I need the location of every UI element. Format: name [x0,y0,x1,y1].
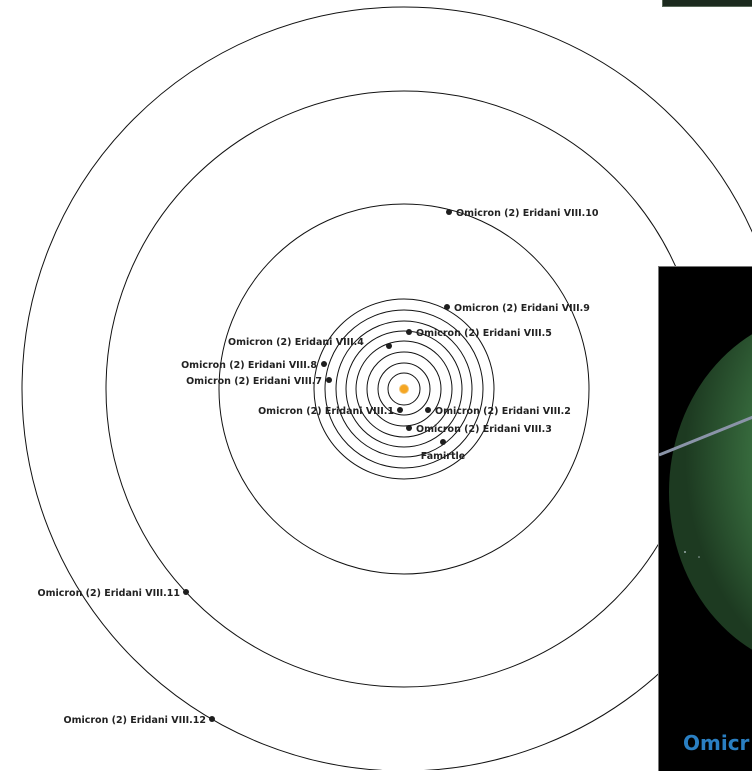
planet-label-omicron-2-eridani-viii-3[interactable]: Omicron (2) Eridani VIII.3 [416,424,552,435]
orbit-ring [335,320,473,458]
planet-label-omicron-2-eridani-viii-7[interactable]: Omicron (2) Eridani VIII.7 [186,376,322,387]
orbit-line [659,415,752,457]
planet-marker-omicron-2-eridani-viii-2[interactable] [425,407,431,413]
planet-marker-omicron-2-eridani-viii-12[interactable] [209,716,215,722]
planet-marker-omicron-2-eridani-viii-1[interactable] [397,407,403,413]
orbit-ring [345,330,463,448]
planet-marker-famirtle[interactable] [440,439,446,445]
orbit-ring [387,372,421,406]
planet-marker-omicron-2-eridani-viii-11[interactable] [183,589,189,595]
star-speck [698,556,700,558]
planet-marker-omicron-2-eridani-viii-8[interactable] [321,361,327,367]
orbit-ring [21,6,752,770]
planet-label-omicron-2-eridani-viii-12[interactable]: Omicron (2) Eridani VIII.12 [64,715,207,726]
planet-globe [669,334,752,650]
planet-marker-omicron-2-eridani-viii-4[interactable] [386,343,392,349]
planet-label-famirtle[interactable]: Famirtle [421,451,465,462]
planet-marker-omicron-2-eridani-viii-3[interactable] [406,425,412,431]
orbit-ring [366,351,442,427]
orbit-ring [355,340,453,438]
planet-preview-panel: Omicr [658,266,752,771]
planet-label-omicron-2-eridani-viii-1[interactable]: Omicron (2) Eridani VIII.1 [258,406,394,417]
orbit-ring [218,203,590,575]
orbit-rings [21,6,752,770]
planet-label-omicron-2-eridani-viii-5[interactable]: Omicron (2) Eridani VIII.5 [416,328,552,339]
star-speck [684,551,686,553]
planet-label-omicron-2-eridani-viii-8[interactable]: Omicron (2) Eridani VIII.8 [181,360,317,371]
planet-marker-omicron-2-eridani-viii-7[interactable] [326,377,332,383]
planet-marker-omicron-2-eridani-viii-10[interactable] [446,209,452,215]
planet-marker-omicron-2-eridani-viii-5[interactable] [406,329,412,335]
orbit-ring [313,298,495,480]
planet-preview-caption: Omicr [683,731,750,755]
planet-label-omicron-2-eridani-viii-9[interactable]: Omicron (2) Eridani VIII.9 [454,303,590,314]
planet-label-omicron-2-eridani-viii-11[interactable]: Omicron (2) Eridani VIII.11 [38,588,181,599]
top-preview-panel [662,0,752,7]
planet-marker-omicron-2-eridani-viii-9[interactable] [444,304,450,310]
planet-label-omicron-2-eridani-viii-10[interactable]: Omicron (2) Eridani VIII.10 [456,208,599,219]
orbit-ring [377,362,431,416]
star-icon [399,384,409,394]
planet-label-omicron-2-eridani-viii-4[interactable]: Omicron (2) Eridani VIII.4 [228,337,364,348]
orbit-ring [324,309,484,469]
planet-label-omicron-2-eridani-viii-2[interactable]: Omicron (2) Eridani VIII.2 [435,406,571,417]
planet-preview-image [659,334,752,650]
